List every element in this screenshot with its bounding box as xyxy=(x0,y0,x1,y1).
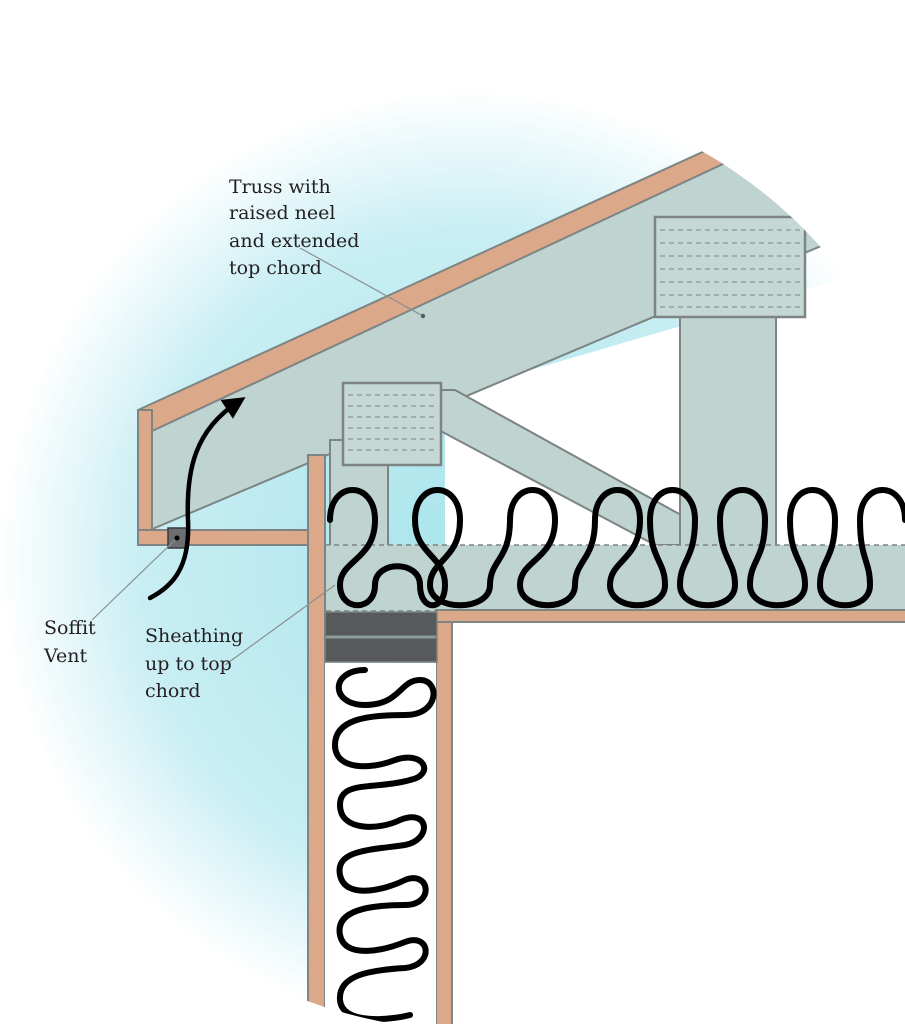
wall-top-plate-upper xyxy=(324,611,438,637)
ceiling-drywall xyxy=(435,609,905,623)
ceiling-insulation xyxy=(327,487,905,609)
sheathing-callout: Sheathing up to top chord xyxy=(145,625,249,702)
airflow-arrow-icon xyxy=(147,397,246,601)
wall-top-plate-lower xyxy=(324,637,438,663)
leader-truss xyxy=(299,247,424,317)
leader-soffit xyxy=(91,539,176,621)
soffit-board xyxy=(137,529,311,546)
soffit-callout: Soffit Vent xyxy=(43,617,102,667)
truss-callout: Truss with raised neel and extended top … xyxy=(229,176,365,279)
interior-space xyxy=(440,618,905,1024)
wall-drywall xyxy=(435,611,453,1024)
fascia-board xyxy=(137,409,153,546)
wall-sheathing xyxy=(307,454,326,1024)
leader-sheathing xyxy=(224,584,336,666)
leader-truss-dot xyxy=(420,313,426,319)
gusset-plate-heel xyxy=(341,381,443,467)
gusset-plate-peak xyxy=(653,215,807,319)
wall-insulation xyxy=(332,667,437,1023)
